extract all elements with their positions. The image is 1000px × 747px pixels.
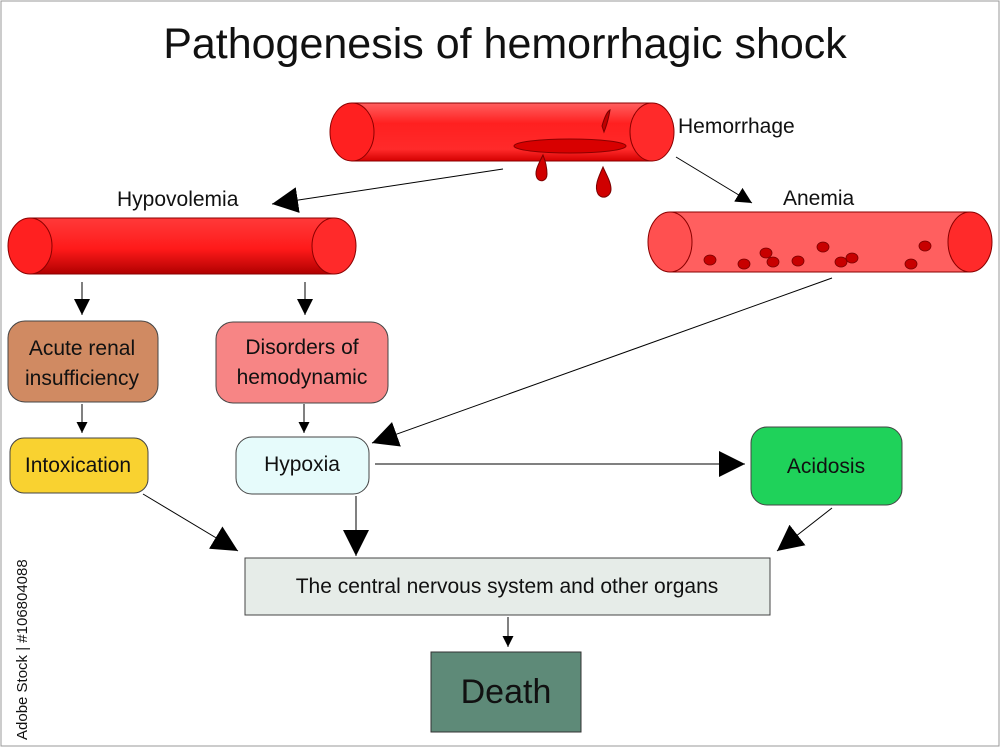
- svg-text:Acidosis: Acidosis: [787, 455, 865, 478]
- arrow-hemorrhage-to-anemia: [675, 156, 753, 204]
- svg-text:Hypoxia: Hypoxia: [264, 453, 340, 476]
- arrow-acidosis-to-cns: [776, 507, 833, 552]
- hemorrhage-vessel: [329, 102, 675, 198]
- label-hemorrhage: Hemorrhage: [678, 115, 795, 138]
- red-blood-cells-icon: [703, 240, 932, 270]
- svg-text:Death: Death: [461, 673, 552, 711]
- wound-icon: [513, 138, 627, 154]
- watermark-id: Adobe Stock | #106804088: [14, 559, 31, 740]
- anemia-vessel: [647, 211, 993, 273]
- svg-text:insufficiency: insufficiency: [25, 367, 140, 390]
- blood-drop-icon: [535, 153, 548, 182]
- arrow-hemorrhage-to-hypovolemia: [271, 168, 504, 213]
- page-title: Pathogenesis of hemorrhagic shock: [163, 20, 847, 68]
- svg-text:hemodynamic: hemodynamic: [237, 366, 368, 389]
- svg-text:The central nervous system and: The central nervous system and other org…: [296, 575, 719, 598]
- death-box: Death: [430, 651, 582, 733]
- svg-text:Intoxication: Intoxication: [25, 454, 131, 477]
- label-hypovolemia: Hypovolemia: [117, 188, 239, 211]
- arrow-anemia-to-hypoxia: [371, 277, 833, 447]
- disorders-of-hemodynamic-box: Disorders of hemodynamic: [215, 321, 389, 404]
- blood-drop-icon: [595, 165, 612, 198]
- blood-splash-icon: [601, 109, 611, 134]
- label-anemia: Anemia: [783, 187, 855, 210]
- hypovolemia-vessel: [7, 217, 357, 275]
- hypoxia-box: Hypoxia: [235, 436, 370, 495]
- cns-box: The central nervous system and other org…: [244, 557, 771, 616]
- svg-text:Acute renal: Acute renal: [29, 337, 135, 360]
- svg-text:Disorders of: Disorders of: [245, 336, 358, 359]
- acute-renal-insufficiency-box: Acute renal insufficiency: [7, 320, 159, 403]
- arrow-intoxication-to-cns: [142, 493, 239, 552]
- acidosis-box: Acidosis: [750, 426, 903, 506]
- intoxication-box: Intoxication: [9, 437, 149, 494]
